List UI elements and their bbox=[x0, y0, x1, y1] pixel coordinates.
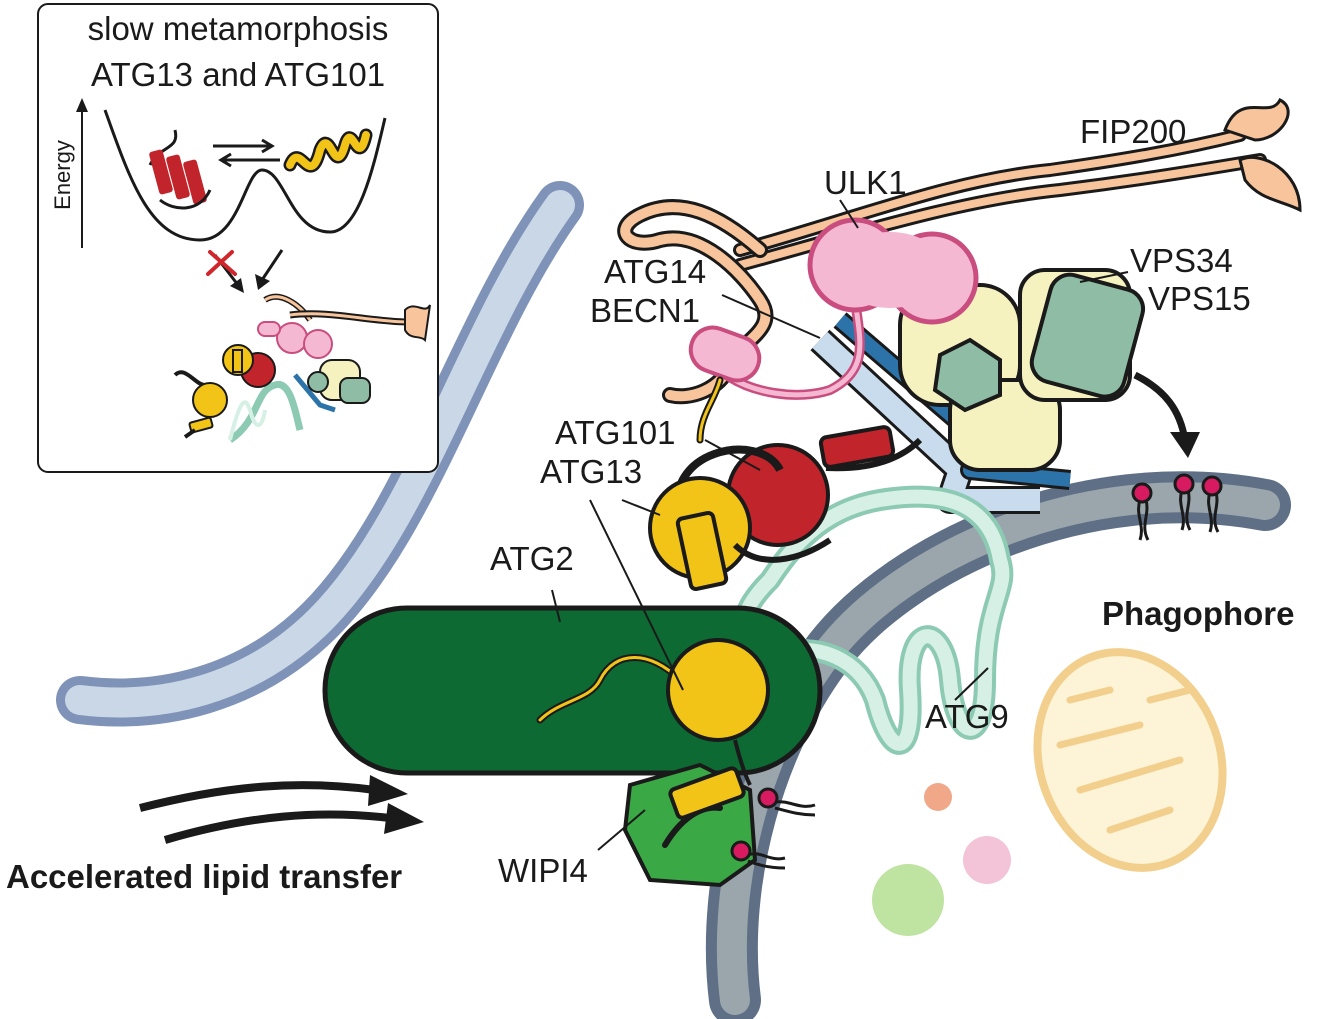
energy-axis-label: Energy bbox=[50, 140, 75, 210]
er-membrane bbox=[56, 181, 584, 727]
inset-panel: slow metamorphosis ATG13 and ATG101 Ener… bbox=[37, 3, 439, 473]
atg13-label: ATG13 bbox=[540, 453, 642, 490]
alpha-helix-icon bbox=[283, 128, 373, 173]
atg101-atg13-complex bbox=[648, 376, 923, 592]
mini-complex bbox=[173, 293, 431, 443]
vps34-label: VPS34 bbox=[1130, 242, 1233, 279]
lipid-transfer-arrows bbox=[139, 775, 424, 844]
atg14-label: ATG14 bbox=[604, 253, 706, 290]
blocked-arrow-icon bbox=[206, 250, 244, 293]
equilibrium-arrows-icon bbox=[213, 138, 280, 168]
leader-lines bbox=[551, 199, 1129, 851]
atg13-on-atg2 bbox=[536, 638, 770, 786]
mitochondrion bbox=[1033, 648, 1227, 872]
atg9-protein bbox=[735, 485, 1014, 755]
vps15-label: VPS15 bbox=[1148, 280, 1251, 317]
vps34-vps15-complex bbox=[898, 268, 1146, 472]
ulk1-label: ULK1 bbox=[824, 164, 907, 201]
labels: FIP200 ULK1 VPS34 VPS15 ATG14 BECN1 ATG1… bbox=[6, 113, 1295, 895]
beta-sheet-icon bbox=[148, 129, 212, 210]
becn1-label: BECN1 bbox=[590, 292, 700, 329]
atg9-label: ATG9 bbox=[925, 698, 1009, 735]
phagophore-lipids bbox=[730, 473, 1223, 870]
vesicles bbox=[872, 783, 1011, 936]
inset-title-line1: slow metamorphosis bbox=[88, 10, 389, 47]
phagophore-arrow bbox=[1133, 371, 1200, 458]
fip200-label: FIP200 bbox=[1080, 113, 1186, 150]
inset-title-line2: ATG13 and ATG101 bbox=[91, 56, 385, 93]
wipi4-label: WIPI4 bbox=[498, 852, 588, 889]
ulk1-kinase bbox=[688, 217, 979, 400]
phagophore-label: Phagophore bbox=[1102, 595, 1295, 632]
allowed-arrow-icon bbox=[255, 249, 284, 290]
wipi4-protein bbox=[622, 762, 758, 888]
atg2-label: ATG2 bbox=[490, 540, 574, 577]
energy-landscape-curve bbox=[103, 109, 387, 242]
accelerated-lipid-transfer-label: Accelerated lipid transfer bbox=[6, 858, 402, 895]
atg101-label: ATG101 bbox=[555, 414, 675, 451]
